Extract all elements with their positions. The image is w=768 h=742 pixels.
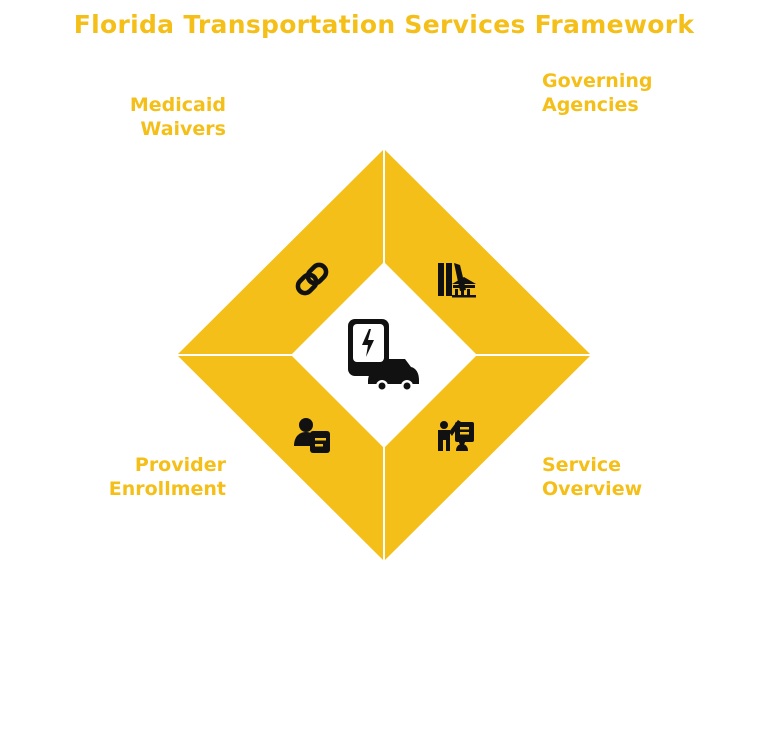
provider-enrollment-label-line1: Provider bbox=[134, 454, 226, 476]
medicaid-waivers-label-line1: Medicaid bbox=[129, 94, 226, 116]
governing-agencies-label-line1: Governing bbox=[542, 70, 653, 92]
governing-agencies-label: Governing Agencies bbox=[542, 69, 692, 117]
user-document-icon bbox=[294, 418, 330, 453]
medicaid-waivers-label-line2: Waivers bbox=[140, 118, 226, 140]
provider-enrollment-label-line2: Enrollment bbox=[108, 478, 226, 500]
medicaid-waivers-label: Medicaid Waivers bbox=[96, 93, 226, 141]
medicaid-waivers-quadrant[interactable] bbox=[178, 150, 383, 354]
service-overview-label-line2: Overview bbox=[542, 478, 643, 500]
governing-agencies-label-line2: Agencies bbox=[542, 94, 639, 116]
presenter-icon bbox=[438, 420, 474, 451]
link-icon bbox=[295, 262, 329, 296]
service-overview-label: Service Overview bbox=[542, 453, 692, 501]
ev-charger-car-icon bbox=[348, 319, 419, 392]
page-title: Florida Transportation Services Framewor… bbox=[73, 10, 695, 39]
provider-enrollment-label: Provider Enrollment bbox=[76, 453, 226, 501]
agency-building-icon bbox=[438, 263, 476, 298]
governing-agencies-quadrant[interactable] bbox=[385, 150, 590, 354]
service-overview-label-line1: Service bbox=[542, 454, 621, 476]
service-overview-quadrant[interactable] bbox=[385, 356, 590, 560]
provider-enrollment-quadrant[interactable] bbox=[178, 356, 383, 560]
